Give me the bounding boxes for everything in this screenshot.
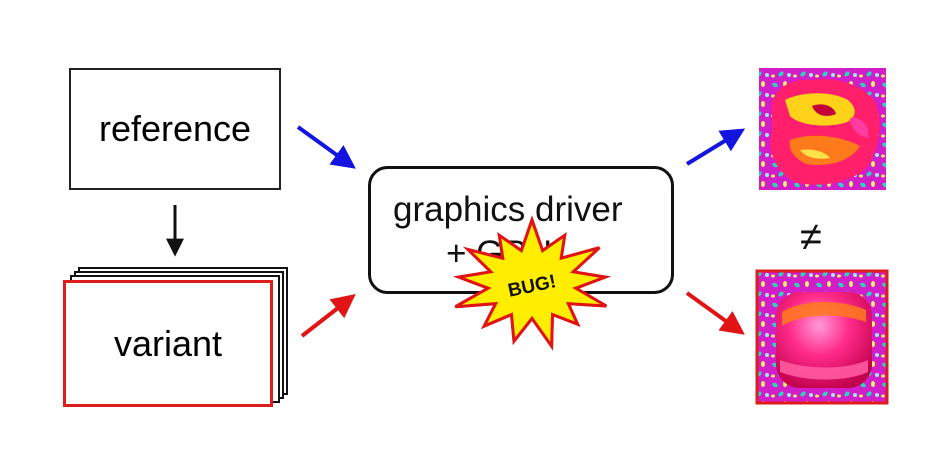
variant-render-image xyxy=(755,269,889,405)
graphics-driver-title: graphics driver xyxy=(393,190,623,229)
variant-to-driver-arrow xyxy=(300,294,356,338)
graphics-driver-subtitle: + GPU xyxy=(446,234,553,273)
reference-render-image xyxy=(759,68,886,190)
variant-box: variant xyxy=(63,280,273,407)
variant-label: variant xyxy=(113,322,223,364)
reference-label: reference xyxy=(98,108,252,149)
reference-to-driver-arrow xyxy=(296,125,356,169)
driver-to-variant-render-arrow xyxy=(685,291,745,335)
not-equal-symbol: ≠ xyxy=(800,215,822,259)
reference-box: reference xyxy=(69,68,281,190)
driver-to-reference-render-arrow xyxy=(685,128,746,166)
